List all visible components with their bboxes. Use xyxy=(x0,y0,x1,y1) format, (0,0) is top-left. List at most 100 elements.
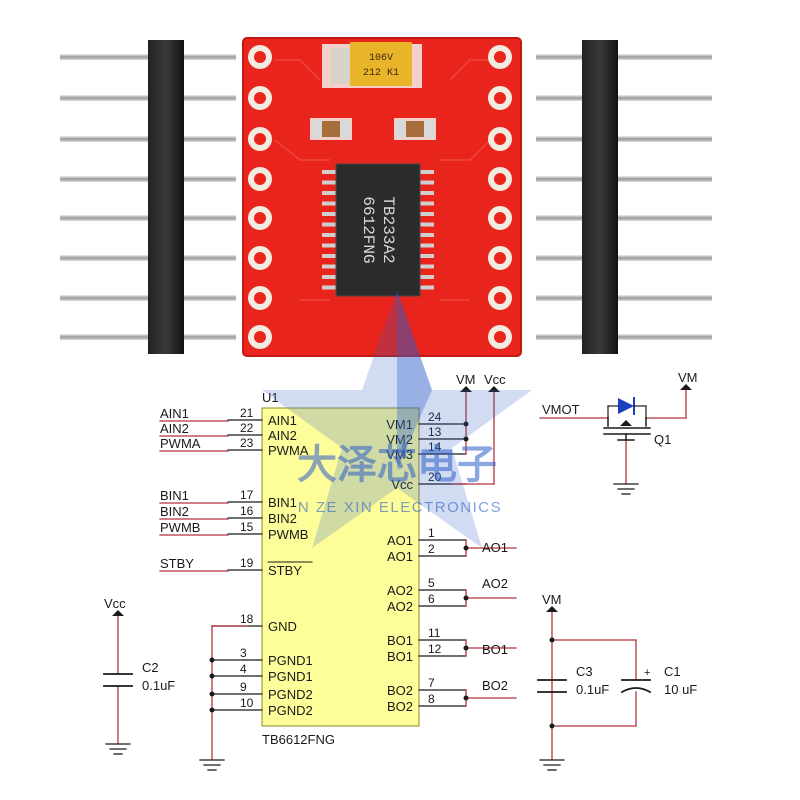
c1-polarity-mark: + xyxy=(644,667,650,679)
pin-name: AO1 xyxy=(387,533,413,548)
chip-lead xyxy=(418,212,434,216)
header-pin xyxy=(536,334,712,340)
chip-lead xyxy=(322,264,338,269)
pin-number: 15 xyxy=(240,520,254,534)
pin-number: 4 xyxy=(240,662,247,676)
ic-part-name: TB6612FNG xyxy=(262,732,335,747)
cap-marking-line2: 212 K1 xyxy=(363,68,399,79)
chip-marking-line2: 6612FNG xyxy=(359,196,377,263)
pin-name: BO2 xyxy=(387,699,413,714)
pin-number: 5 xyxy=(428,576,435,590)
pin-number: 12 xyxy=(428,642,442,656)
pin-number: 11 xyxy=(428,626,441,640)
chip-lead xyxy=(322,170,338,174)
chip-lead xyxy=(418,275,434,279)
vcc-label: Vcc xyxy=(484,372,506,387)
pin-name: PWMA xyxy=(268,443,309,458)
q1-vm-label: VM xyxy=(678,370,698,385)
header-pin xyxy=(536,295,712,301)
driver-chip: TB233A2 6612FNG xyxy=(322,163,434,297)
watermark-en: N ZE XIN ELECTRONICS xyxy=(298,499,502,516)
pin-number: 18 xyxy=(240,612,254,626)
pin-number: 8 xyxy=(428,692,435,706)
chip-lead xyxy=(418,170,434,174)
chip-lead xyxy=(322,201,338,206)
pin-name: PGND1 xyxy=(268,653,313,668)
pin-name: BIN1 xyxy=(268,495,297,510)
left-pin-header xyxy=(60,40,236,354)
supply-arrows xyxy=(460,386,500,392)
pin-name: AO1 xyxy=(387,549,413,564)
chip-lead xyxy=(322,254,338,258)
c2-supply-label: Vcc xyxy=(104,596,126,611)
pin-name: GND xyxy=(268,619,297,634)
pin-number: 19 xyxy=(240,556,254,570)
bus-junctions xyxy=(463,421,469,701)
star-logo xyxy=(262,290,532,548)
chip-lead xyxy=(322,180,338,185)
ic-body xyxy=(261,407,420,727)
input-net-label: PWMB xyxy=(160,520,200,535)
pin-number: 14 xyxy=(428,440,442,454)
header-pin xyxy=(536,176,712,182)
pin-name: Vcc xyxy=(391,477,413,492)
chip-lead xyxy=(418,264,434,269)
pin-name: AO2 xyxy=(387,599,413,614)
chip-marking-line1: TB233A2 xyxy=(379,196,397,263)
pin-name: AIN1 xyxy=(268,413,297,428)
c3-ref: C3 xyxy=(576,664,593,679)
pin-number: 20 xyxy=(428,470,442,484)
chip-lead xyxy=(418,254,434,258)
chip-lead xyxy=(322,212,338,216)
pin-number: 7 xyxy=(428,676,435,690)
input-net-label: BIN2 xyxy=(160,504,189,519)
pin-name: BO1 xyxy=(387,633,413,648)
net-label-ao2: AO2 xyxy=(482,576,508,591)
pin-number: 2 xyxy=(428,542,435,556)
right-cap-supply-label: VM xyxy=(542,592,562,607)
ic-ref: U1 xyxy=(262,390,279,405)
pin-number: 21 xyxy=(240,406,254,420)
watermark: 大泽芯电子 N ZE XIN ELECTRONICS xyxy=(262,290,532,548)
pin-name: VM3 xyxy=(386,447,413,462)
input-net-label: AIN1 xyxy=(160,406,189,421)
chip-lead xyxy=(322,233,338,237)
pin-number: 9 xyxy=(240,680,247,694)
pin-number: 6 xyxy=(428,592,435,606)
pin-name: BIN2 xyxy=(268,511,297,526)
pin-name: STBY xyxy=(268,563,302,578)
smd-capacitor-right xyxy=(394,118,436,140)
chip-lead xyxy=(418,222,434,227)
chip-lead xyxy=(418,233,434,237)
q1-ref: Q1 xyxy=(654,432,671,447)
gnd-junctions xyxy=(209,657,215,713)
c1-ref: C1 xyxy=(664,664,681,679)
c2-value: 0.1uF xyxy=(142,678,175,693)
pin-number: 22 xyxy=(240,421,254,435)
chip-lead xyxy=(418,180,434,185)
pin-name: PWMB xyxy=(268,527,308,542)
header-pin xyxy=(536,255,712,261)
input-net-label: PWMA xyxy=(160,436,201,451)
pcb-board: 106V 212 K1 TB233A2 6612FNG xyxy=(242,37,522,357)
pin-number: 23 xyxy=(240,436,254,450)
pin-name: AIN2 xyxy=(268,428,297,443)
mosfet-q1: VMOT Q1 VM xyxy=(539,370,698,495)
pin-number: 16 xyxy=(240,504,254,518)
pin-number: 3 xyxy=(240,646,247,660)
pin-number: 10 xyxy=(240,696,254,710)
chip-lead xyxy=(418,285,434,290)
chip-lead xyxy=(418,243,434,248)
pin-name: PGND2 xyxy=(268,703,313,718)
c2-ref: C2 xyxy=(142,660,159,675)
capacitors-c3-c1: + VM C3 0.1uF C1 10 uF xyxy=(537,592,697,771)
vmot-label: VMOT xyxy=(542,402,580,417)
chip-lead xyxy=(322,222,338,227)
watermark-cn: 大泽芯电子 xyxy=(297,442,497,488)
c3-value: 0.1uF xyxy=(576,682,609,697)
pin-number: 24 xyxy=(428,410,442,424)
chip-lead xyxy=(322,191,338,195)
capacitor-c2: Vcc C2 0.1uF xyxy=(103,596,175,755)
pin-number: 17 xyxy=(240,488,254,502)
